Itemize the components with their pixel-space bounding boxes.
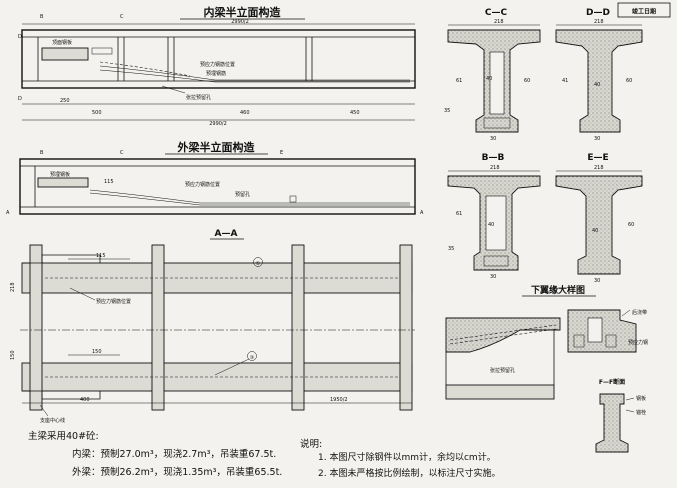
svg-text:B—B: B—B	[482, 153, 505, 163]
svg-text:218: 218	[490, 165, 500, 171]
outer-elev-title: 外梁半立面构造	[177, 140, 256, 154]
marker-1: ①	[256, 261, 261, 267]
svg-text:450: 450	[350, 110, 360, 116]
stamp-text: 竣工日期	[632, 8, 656, 16]
svg-text:400: 400	[80, 397, 90, 403]
outer-end-plate	[37, 177, 89, 188]
svg-text:E—E: E—E	[587, 153, 608, 163]
svg-text:C: C	[120, 150, 124, 156]
svg-text:A: A	[6, 210, 10, 216]
ee-section-shape	[555, 175, 643, 275]
note-2: 2. 本图未严格按比例绘制，以标注尺寸实施。	[318, 469, 501, 479]
svg-text:250: 250	[60, 98, 70, 104]
svg-text:预应力钢筋位置: 预应力钢筋位置	[200, 61, 235, 68]
inner-beam-outline	[21, 29, 416, 89]
section-bb: B—B 218 61 40 30 35	[447, 153, 541, 280]
notes-title: 说明:	[300, 439, 323, 450]
svg-text:41: 41	[562, 78, 568, 84]
svg-text:460: 460	[240, 110, 250, 116]
svg-text:115: 115	[104, 179, 114, 185]
svg-text:40: 40	[594, 82, 600, 88]
svg-text:60: 60	[628, 222, 634, 228]
inner-elev-title: 内梁半立面构造	[204, 5, 282, 19]
section-cc: C—C 218 61 40 60 30 35	[444, 8, 541, 142]
svg-text:支座中心线: 支座中心线	[40, 417, 65, 424]
marker-3: ③	[250, 355, 254, 361]
svg-text:150: 150	[92, 349, 102, 355]
svg-text:60: 60	[626, 78, 632, 84]
section-ee: E—E 218 40 60 30	[555, 153, 643, 284]
svg-text:D—D: D—D	[586, 8, 610, 18]
svg-text:30: 30	[594, 136, 600, 142]
ff-section-shape	[595, 393, 629, 453]
svg-text:E: E	[280, 150, 283, 156]
svg-text:30: 30	[490, 136, 496, 142]
svg-text:218: 218	[494, 19, 504, 25]
svg-text:1950/2: 1950/2	[330, 397, 348, 403]
section-dd: D—D 218 41 40 60 30	[555, 8, 643, 142]
outer-beam-outline	[19, 158, 416, 215]
concrete-grade: 主梁采用40#砼:	[28, 431, 99, 442]
svg-text:下翼缘大样图: 下翼缘大样图	[531, 284, 585, 296]
svg-text:35: 35	[444, 108, 450, 114]
inner-beam-quantities: 内梁：预制27.0m³，现浇2.7m³，吊装重67.5t.	[72, 449, 277, 460]
svg-text:预埋钢板: 预埋钢板	[50, 171, 70, 178]
svg-text:D: D	[18, 34, 22, 40]
svg-text:张拉预留孔: 张拉预留孔	[490, 367, 515, 374]
outer-beam-quantities: 外梁：预制26.2m³，现浇1.35m³，吊装重65.5t.	[72, 467, 283, 478]
svg-text:218: 218	[10, 282, 16, 292]
svg-text:B: B	[40, 150, 44, 156]
flange-elevation	[445, 317, 561, 353]
svg-text:C: C	[120, 14, 124, 20]
svg-text:F—F断面: F—F断面	[599, 378, 625, 386]
svg-text:30: 30	[490, 274, 496, 280]
outer-beam-elevation: 外梁半立面构造 预埋钢板 预应力钢筋位置 预留孔 115 A A B C E	[6, 140, 424, 216]
svg-text:60: 60	[524, 78, 530, 84]
note-1: 1. 本图尺寸除钢件以mm计，余均以cm计。	[318, 453, 496, 463]
svg-text:后浇带: 后浇带	[632, 309, 647, 316]
svg-text:115: 115	[96, 253, 106, 259]
inner-end-plate	[41, 47, 89, 61]
svg-text:30: 30	[594, 278, 600, 284]
inner-dim-top: 2990/2	[231, 19, 249, 25]
dd-section-shape	[555, 29, 643, 133]
svg-text:预留孔: 预留孔	[235, 191, 250, 198]
svg-text:钢板: 钢板	[636, 395, 646, 402]
flange-detail: 下翼缘大样图 张拉预留孔 后浇带 预应力钢 F—F断面 钢板 锚栓	[445, 284, 648, 453]
svg-text:C—C: C—C	[485, 8, 508, 18]
completion-stamp: 竣工日期	[617, 2, 671, 18]
svg-text:A: A	[420, 210, 424, 216]
svg-text:150: 150	[10, 350, 16, 360]
svg-text:40: 40	[486, 76, 492, 82]
svg-text:锚栓: 锚栓	[636, 409, 646, 416]
svg-text:35: 35	[448, 246, 454, 252]
svg-text:B: B	[40, 14, 44, 20]
svg-text:2990/2: 2990/2	[209, 121, 227, 127]
svg-text:预应力钢: 预应力钢	[628, 339, 648, 346]
svg-text:预应力钢筋位置: 预应力钢筋位置	[96, 298, 131, 305]
svg-text:张拉预留孔: 张拉预留孔	[186, 94, 211, 101]
svg-text:61: 61	[456, 78, 462, 84]
svg-text:40: 40	[592, 228, 598, 234]
inner-beam-elevation: 内梁半立面构造 2990/2 顶面钢板 预应力钢筋位置 预埋钢筋 张拉预留孔 D…	[18, 5, 416, 127]
svg-text:40: 40	[488, 222, 494, 228]
svg-text:预埋钢筋: 预埋钢筋	[206, 70, 226, 77]
section-aa-plan: A—A 115 150 218 150 400 1950/2 ① ③	[10, 229, 415, 424]
svg-text:预应力钢筋位置: 预应力钢筋位置	[185, 181, 220, 188]
svg-text:500: 500	[92, 110, 102, 116]
svg-text:61: 61	[456, 211, 462, 217]
svg-text:D: D	[18, 96, 22, 102]
svg-text:顶面钢板: 顶面钢板	[52, 39, 72, 46]
section-aa-title: A—A	[215, 229, 238, 239]
svg-text:218: 218	[594, 19, 604, 25]
svg-text:218: 218	[594, 165, 604, 171]
